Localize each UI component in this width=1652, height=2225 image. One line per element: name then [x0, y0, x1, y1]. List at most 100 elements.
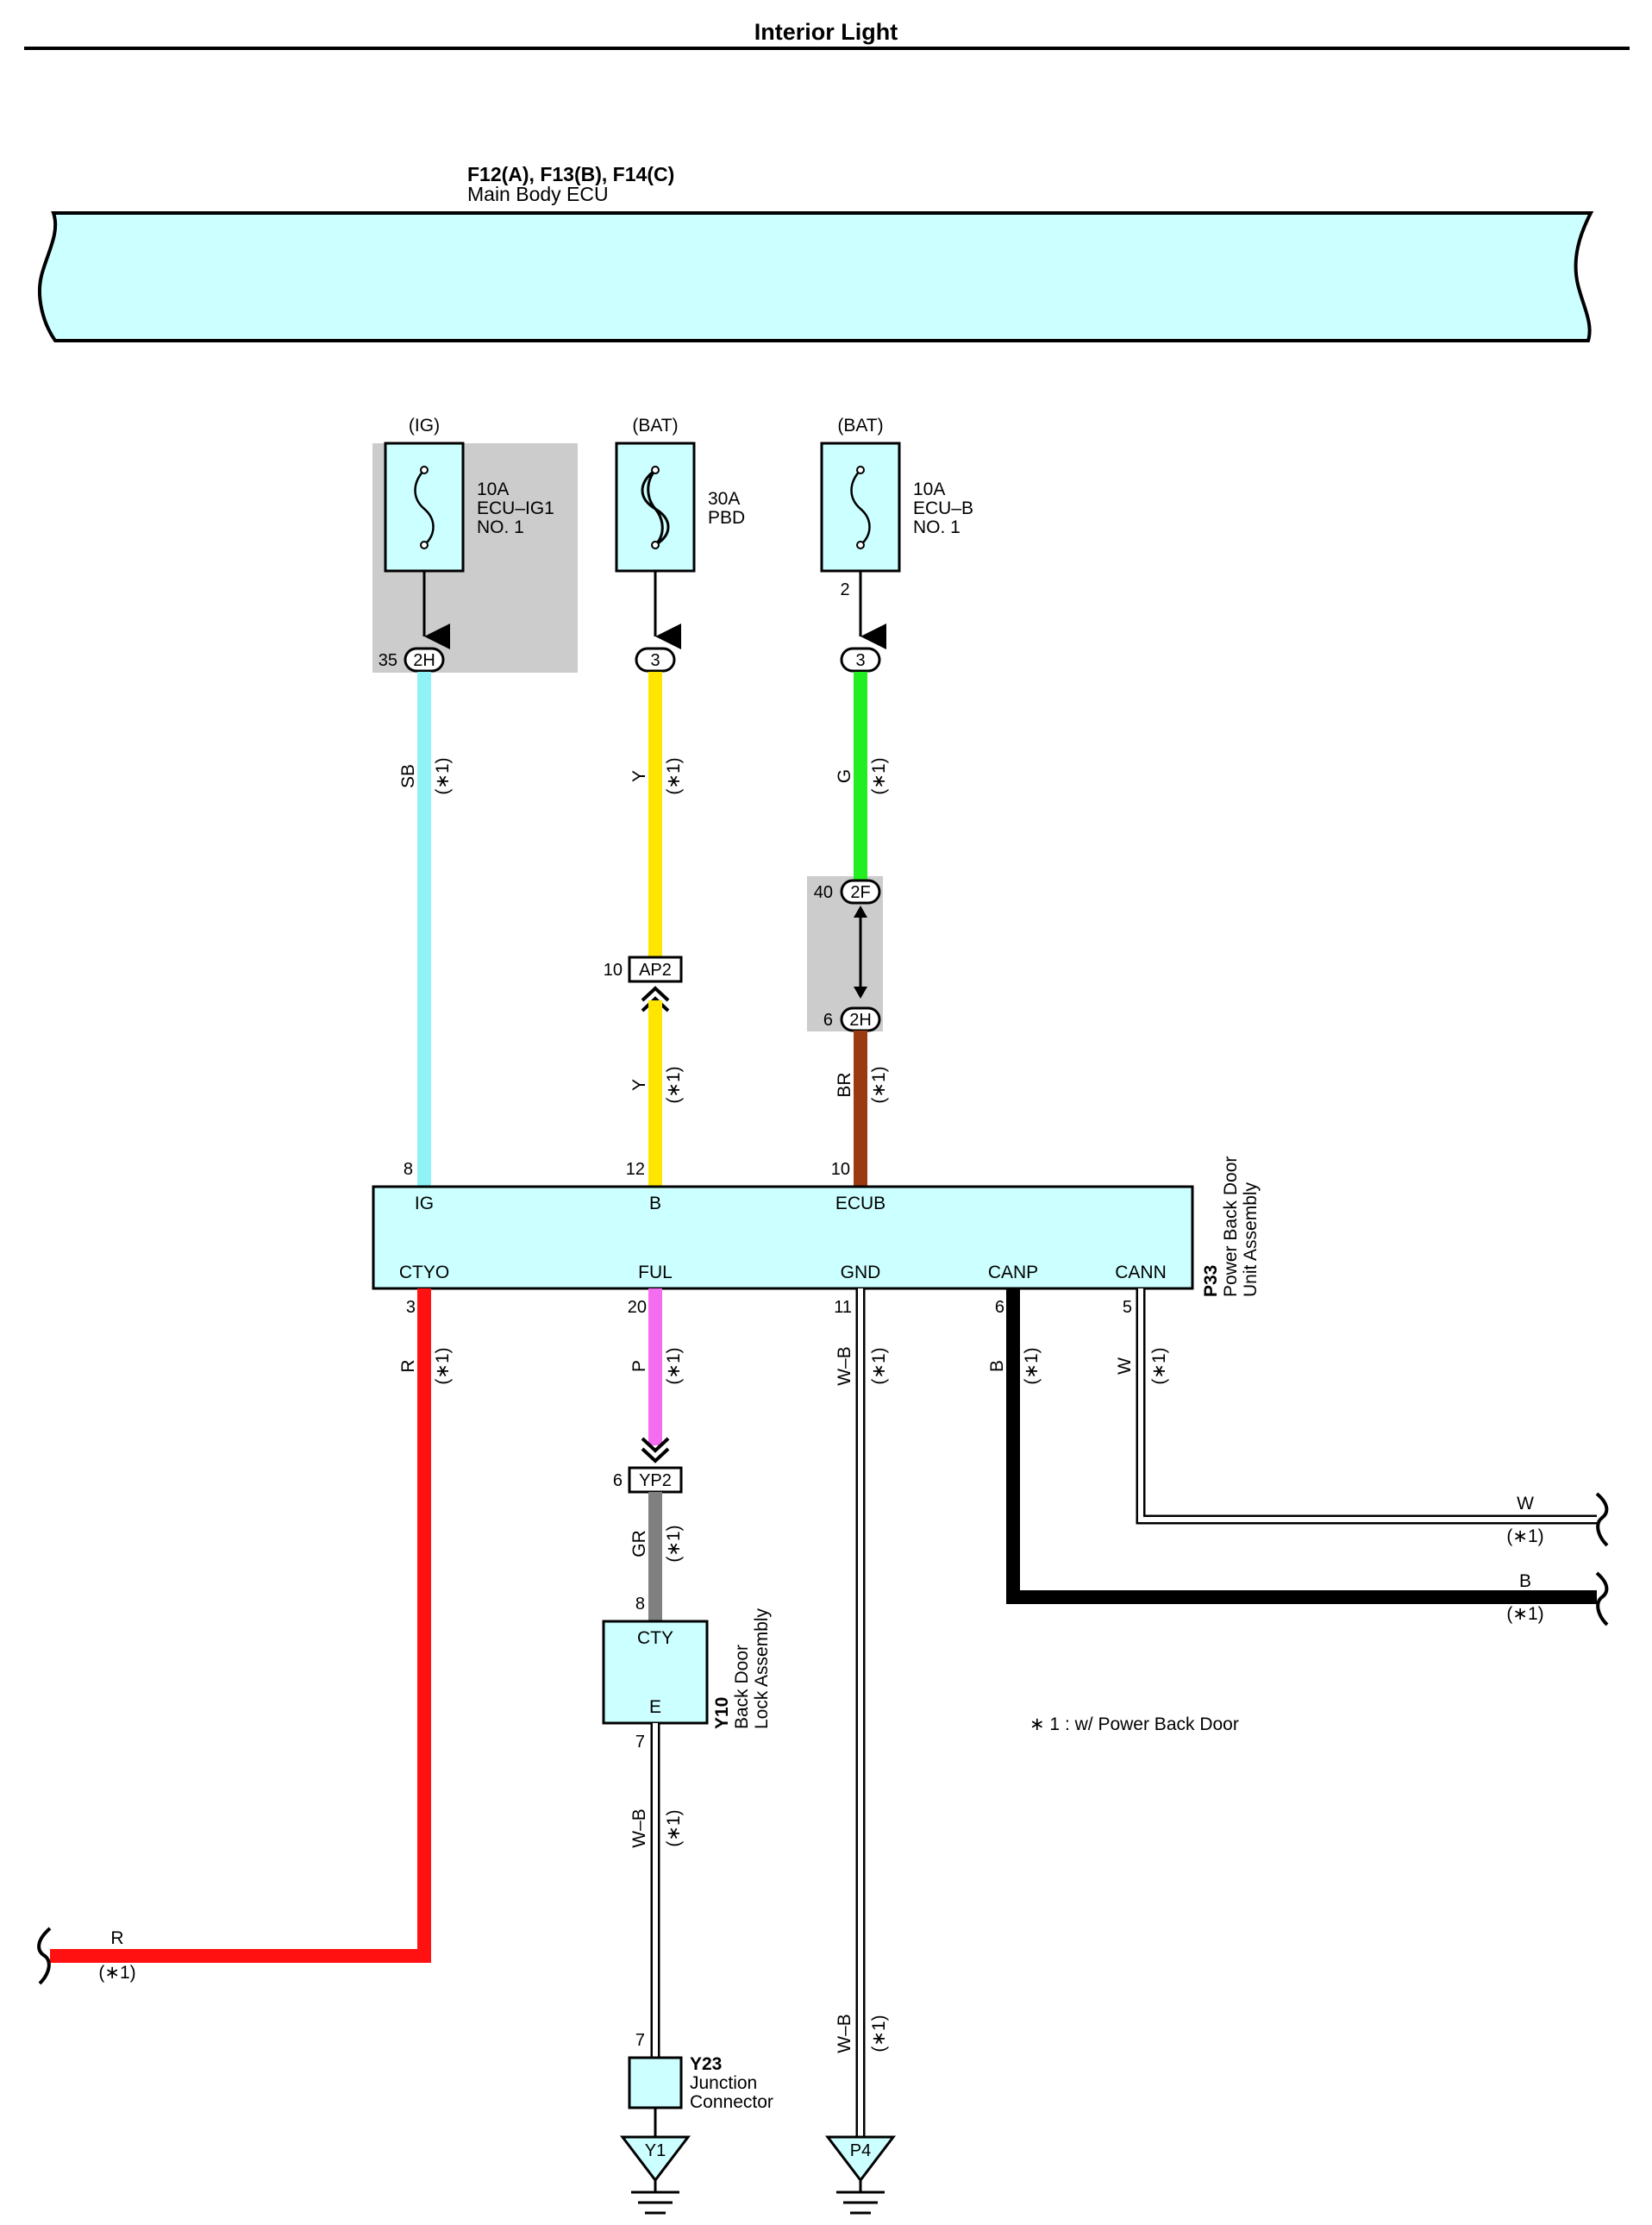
connector-name: 3: [855, 651, 865, 670]
ecu-name-label: Main Body ECU: [467, 183, 609, 205]
pin-number: 6: [995, 1298, 1004, 1317]
main-body-ecu-block: [38, 211, 1594, 342]
footnote: ∗ 1 : w/ Power Back Door: [1029, 1714, 1239, 1734]
connector-chevron-icon: [641, 1437, 670, 1463]
pin-label: CTY: [637, 1628, 673, 1648]
component-name: Junction: [690, 2073, 757, 2093]
component-name-line2: Lock Assembly: [752, 1608, 772, 1729]
wire-color-code: Y: [629, 1079, 649, 1091]
fuse-rating: 30A: [708, 489, 740, 509]
arrow-down-icon: [854, 987, 867, 999]
wire-note: (∗1): [869, 1066, 889, 1103]
fuse-rating: 10A: [913, 479, 945, 499]
fuse-name-line2: NO. 1: [477, 517, 524, 537]
wire-note: (∗1): [1022, 1347, 1042, 1384]
wire-color-code: W–B: [629, 1808, 649, 1848]
wire-color-code: P: [629, 1360, 649, 1372]
ground-point-y1: [619, 2135, 691, 2183]
fuse-icon: [850, 469, 871, 546]
connector-chevron-icon: [641, 986, 670, 1012]
wire-note: (∗1): [664, 757, 684, 794]
offpage-note: (∗1): [1506, 1604, 1543, 1624]
wire-color-code: W–B: [835, 2014, 854, 2053]
connector-name: 2H: [849, 1011, 872, 1030]
connector-pin-number: 35: [379, 651, 397, 670]
component-name: Power Back Door: [1221, 1156, 1241, 1297]
pin-number: 7: [635, 2031, 645, 2050]
wire-note: (∗1): [664, 1525, 684, 1562]
fuse-rating: 10A: [477, 479, 509, 499]
pin-number: 5: [1123, 1298, 1132, 1317]
fuse-name-line2: NO. 1: [913, 517, 961, 537]
wire-color-code: GR: [629, 1530, 649, 1558]
wire-b-canp: [1006, 1288, 1597, 1604]
page-title: Interior Light: [754, 19, 898, 45]
pin-number: 20: [628, 1298, 647, 1317]
connector-name: YP2: [639, 1471, 672, 1490]
wire-note: (∗1): [869, 2015, 889, 2052]
pin-number: 8: [404, 1160, 413, 1179]
power-back-door-unit-block: [372, 1185, 1194, 1290]
connector-ap2: [628, 956, 683, 983]
wire-note: (∗1): [869, 757, 889, 794]
connector-yp2: [628, 1466, 683, 1494]
wire-color-code: W: [1115, 1357, 1135, 1375]
wire-note: (∗1): [869, 1347, 889, 1384]
wire-note: (∗1): [664, 1809, 684, 1846]
fuse-name: ECU–IG1: [477, 498, 554, 518]
wire-color-code: G: [835, 769, 854, 783]
offpage-note: (∗1): [98, 1963, 135, 1983]
ground-point-p4: [824, 2135, 897, 2183]
pin-number: 7: [635, 1733, 645, 1752]
junction-connector-block: [628, 2056, 683, 2109]
fuse-source-label: (BAT): [837, 416, 883, 436]
wire-note: (∗1): [433, 1347, 453, 1384]
junction-connector-oval: [404, 647, 445, 673]
component-name-line2: Connector: [690, 2092, 773, 2112]
offpage-break-icon: [37, 1927, 52, 1985]
offpage-break-icon: [1595, 1492, 1609, 1547]
junction-connector-oval: [635, 647, 676, 673]
wire-note: (∗1): [664, 1347, 684, 1384]
component-code: Y10: [712, 1697, 732, 1729]
pin-label: E: [649, 1697, 661, 1717]
component-name-line2: Unit Assembly: [1241, 1181, 1261, 1297]
pin-label: B: [649, 1194, 661, 1213]
offpage-color-code: R: [110, 1928, 123, 1948]
pin-label: FUL: [638, 1263, 673, 1282]
wire-note: (∗1): [433, 757, 453, 794]
fuse-pin-number: 2: [840, 580, 849, 599]
wire-r: [50, 1288, 431, 1963]
wire-color-code: Y: [629, 770, 649, 782]
ecu-connectors-label: F12(A), F13(B), F14(C): [467, 163, 674, 185]
offpage-color-code: B: [1519, 1571, 1531, 1591]
connector-pin-number: 10: [604, 961, 623, 980]
component-code: Y23: [690, 2054, 722, 2074]
junction-connector-oval: [840, 647, 881, 673]
pin-number: 8: [635, 1595, 645, 1614]
back-door-lock-block: [602, 1620, 709, 1725]
pin-number: 3: [406, 1298, 416, 1317]
connector-pin-number: 40: [814, 883, 833, 902]
offpage-note: (∗1): [1506, 1526, 1543, 1546]
ground-icon: [836, 2180, 885, 2215]
junction-connector-oval: [840, 879, 881, 905]
pin-label: CTYO: [399, 1263, 449, 1282]
component-name: Back Door: [732, 1645, 752, 1729]
wire-w-cann: [1136, 1288, 1597, 1525]
ground-name: P4: [850, 2141, 871, 2160]
pin-label: ECUB: [835, 1194, 885, 1213]
ground-name: Y1: [645, 2141, 666, 2160]
fuse-icon: [641, 468, 670, 547]
connector-pin-number: 6: [613, 1471, 623, 1490]
connector-pin-number: 6: [823, 1011, 833, 1030]
pin-label: GND: [841, 1263, 881, 1282]
wire-color-code: BR: [835, 1072, 854, 1097]
fuse-name: ECU–B: [913, 498, 973, 518]
pin-label: CANN: [1115, 1263, 1167, 1282]
connector-name: 2H: [413, 651, 435, 670]
fuse-box: [820, 442, 901, 573]
pin-number: 11: [834, 1298, 852, 1317]
wire-color-code: SB: [398, 764, 418, 788]
